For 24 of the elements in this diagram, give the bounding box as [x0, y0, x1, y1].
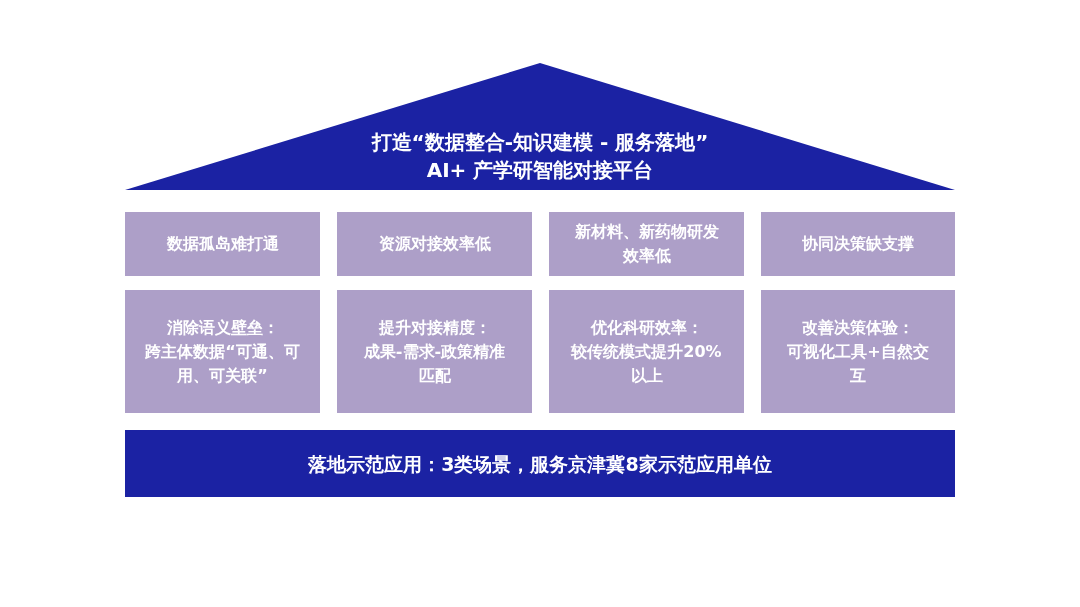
- box-text: 协同决策缺支撑: [802, 233, 914, 255]
- base-banner: [125, 430, 955, 497]
- box-text: 成果-需求-政策精准匹配: [362, 340, 507, 387]
- pillar-heading: 消除语义壁垒：: [166, 316, 279, 339]
- pillar-box: [761, 290, 955, 413]
- roof-title: AI+ 产学研智能对接平台: [426, 157, 654, 184]
- box-text: 资源对接效率低: [378, 233, 491, 255]
- pillar-heading: 提升对接精度：: [378, 316, 491, 339]
- pillar-heading: 优化科研效率：: [590, 316, 703, 339]
- roof-title: 打造“数据整合-知识建模 - 服务落地”: [371, 129, 709, 156]
- box-text: 可视化工具+自然交互: [786, 340, 930, 387]
- box-text: 落地示范应用：3类场景，服务京津冀8家示范应用单位: [308, 451, 772, 476]
- box-text: 数据孤岛难打通: [166, 233, 279, 255]
- pillar-box: [125, 290, 320, 413]
- pillar-heading: 改善决策体验：: [802, 316, 914, 339]
- pillar-box: [125, 212, 320, 276]
- pillar-box: [549, 290, 744, 413]
- pillar-box: [337, 290, 532, 413]
- box-text: 新材料、新药物研发效率低: [573, 221, 720, 267]
- box-text: 跨主体数据“可通、可用、可关联”: [145, 340, 300, 387]
- pillar-box: [761, 212, 955, 276]
- box-text: 较传统模式提升20% 以上: [570, 340, 723, 387]
- pillar-box: [549, 212, 744, 276]
- pillar-box: [337, 212, 532, 276]
